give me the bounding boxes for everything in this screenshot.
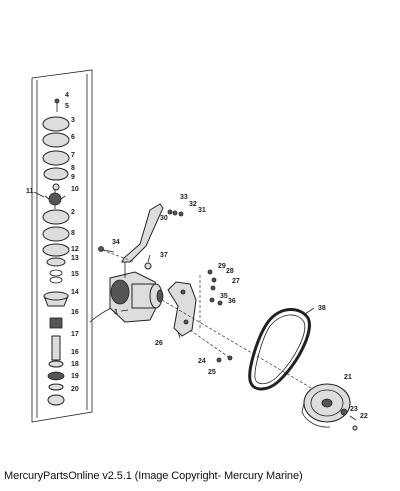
label-10: 10 — [71, 186, 79, 193]
label-14: 14 — [71, 289, 79, 296]
label-23: 23 — [350, 406, 358, 413]
label-5: 5 — [65, 103, 69, 110]
label-20: 20 — [71, 386, 79, 393]
label-6: 6 — [71, 134, 75, 141]
label-33: 33 — [180, 194, 188, 201]
label-36: 36 — [228, 298, 236, 305]
label-18: 18 — [71, 361, 79, 368]
label-2: 2 — [71, 209, 75, 216]
label-11: 11 — [26, 188, 34, 195]
alignment-lines — [101, 249, 341, 406]
label-9: 9 — [71, 174, 75, 181]
exploded-parts-diagram: 4 5 3 6 7 8 9 10 11 2 8 12 13 15 14 16 1… — [26, 69, 368, 431]
label-34: 34 — [112, 239, 120, 246]
hardware-bolts — [98, 209, 233, 363]
label-30: 30 — [160, 215, 168, 222]
label-38: 38 — [318, 305, 326, 312]
label-17: 17 — [71, 331, 79, 338]
label-29: 29 — [218, 263, 226, 270]
label-15: 15 — [71, 271, 79, 278]
label-13: 13 — [71, 255, 79, 262]
label-26: 26 — [155, 340, 163, 347]
label-19: 19 — [71, 373, 79, 380]
label-24: 24 — [198, 358, 206, 365]
label-8: 8 — [71, 165, 75, 172]
label-27: 27 — [232, 278, 240, 285]
label-28: 28 — [226, 268, 234, 275]
bracket-lever — [121, 203, 164, 263]
label-16b: 16 — [71, 349, 79, 356]
pulley-hardware — [340, 408, 358, 431]
label-31: 31 — [198, 207, 206, 214]
drive-belt — [248, 308, 311, 391]
water-pump-assembly — [109, 262, 164, 323]
exploded-column-frame — [31, 69, 93, 423]
label-leaders — [33, 191, 315, 339]
label-35: 35 — [220, 293, 228, 300]
label-4: 4 — [65, 92, 69, 99]
label-32: 32 — [189, 201, 197, 208]
label-25: 25 — [208, 369, 216, 376]
label-21: 21 — [344, 374, 352, 381]
label-16a: 16 — [71, 309, 79, 316]
label-1: 1 — [114, 309, 118, 316]
pulley — [301, 383, 351, 428]
image-caption: MercuryPartsOnline v2.5.1 (Image Copyrig… — [4, 470, 303, 482]
mounting-bracket — [167, 281, 197, 337]
label-7: 7 — [71, 152, 75, 159]
impeller-part — [44, 189, 66, 209]
label-3: 3 — [71, 117, 75, 124]
column-parts — [42, 98, 70, 406]
label-8b: 8 — [71, 230, 75, 237]
label-22: 22 — [360, 413, 368, 420]
label-37: 37 — [160, 252, 168, 259]
label-12: 12 — [71, 246, 79, 253]
part-labels: 4 5 3 6 7 8 9 10 11 2 8 12 13 15 14 16 1… — [26, 92, 368, 420]
